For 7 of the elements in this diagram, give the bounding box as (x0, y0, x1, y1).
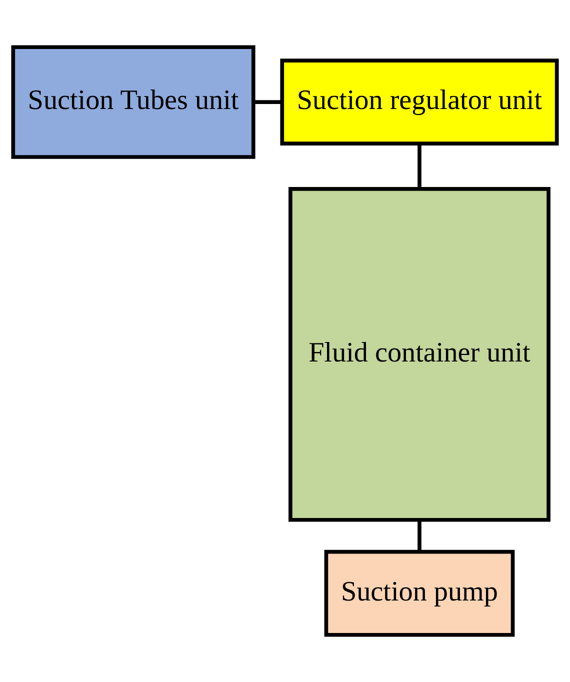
node-box: Suction regulator unit (280, 58, 559, 146)
connector (418, 144, 422, 189)
connector (253, 100, 282, 104)
node-box: Suction pump (324, 550, 515, 637)
node-box: Suction Tubes unit (11, 45, 256, 159)
node-box: Fluid container unit (288, 187, 550, 522)
connector (418, 520, 422, 552)
